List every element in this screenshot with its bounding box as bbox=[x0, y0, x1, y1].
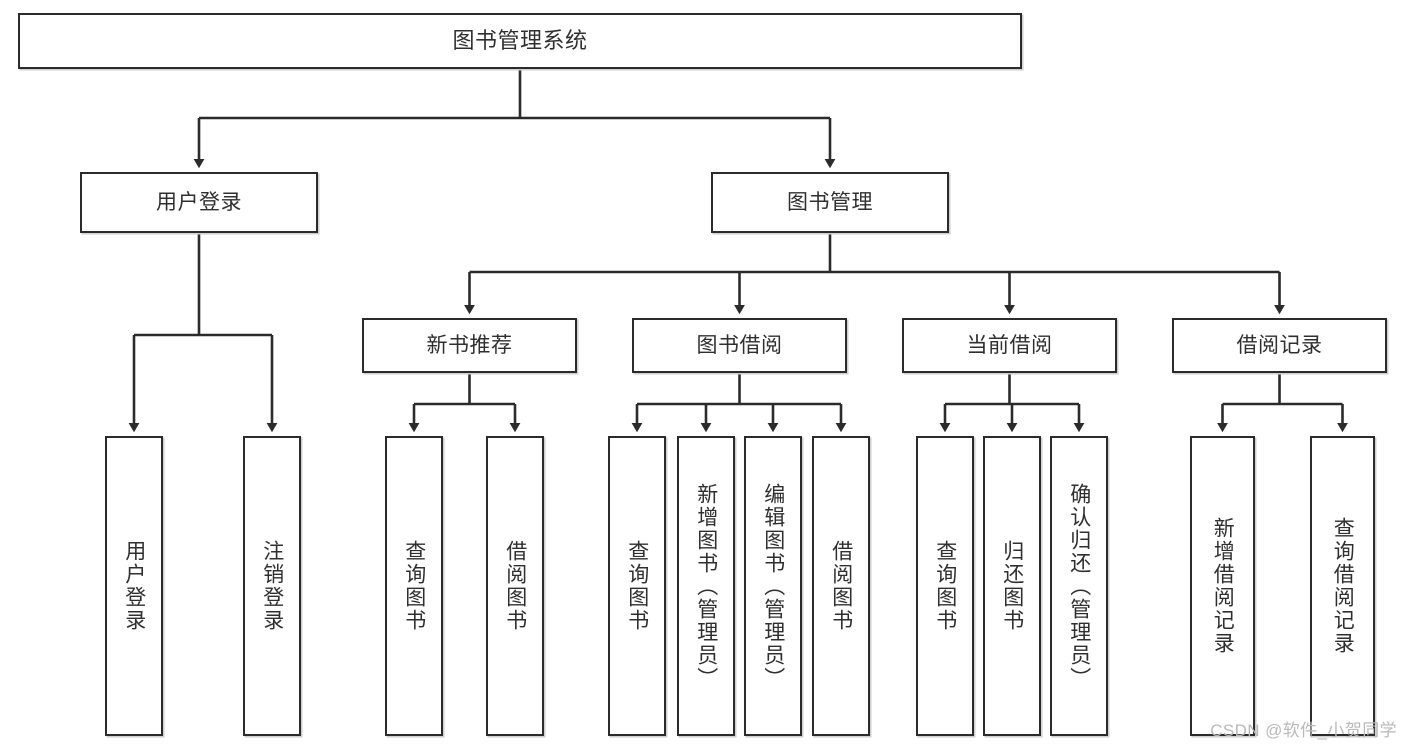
node-leaf-query-book-1[interactable]: 查询图书 bbox=[385, 436, 443, 736]
node-label: 图书管理系统 bbox=[452, 27, 588, 53]
node-label: 编辑图书（管理员） bbox=[761, 482, 785, 690]
node-label: 新增借阅记录 bbox=[1211, 517, 1235, 655]
node-label: 用户登录 bbox=[156, 190, 242, 214]
node-label: 当前借阅 bbox=[966, 333, 1053, 357]
node-label: 查询图书 bbox=[625, 540, 649, 632]
node-leaf-borrow-book-2[interactable]: 借阅图书 bbox=[812, 436, 870, 736]
node-leaf-query-book-2[interactable]: 查询图书 bbox=[608, 436, 666, 736]
node-leaf-query-book-3[interactable]: 查询图书 bbox=[916, 436, 974, 736]
node-label: 借阅记录 bbox=[1236, 333, 1323, 357]
node-book-manage[interactable]: 图书管理 bbox=[711, 172, 949, 233]
node-label: 图书借阅 bbox=[696, 333, 783, 357]
node-label: 借阅图书 bbox=[503, 540, 527, 632]
node-leaf-edit-book[interactable]: 编辑图书（管理员） bbox=[744, 436, 802, 736]
node-label: 归还图书 bbox=[1000, 540, 1024, 632]
node-label: 注销登录 bbox=[260, 540, 284, 632]
node-book-borrow[interactable]: 图书借阅 bbox=[632, 318, 847, 373]
node-label: 图书管理 bbox=[787, 190, 873, 214]
node-leaf-add-borrow-record[interactable]: 新增借阅记录 bbox=[1190, 436, 1255, 736]
node-label: 新增图书（管理员） bbox=[694, 482, 718, 690]
node-label: 确认归还（管理员） bbox=[1067, 482, 1091, 690]
node-leaf-borrow-book-1[interactable]: 借阅图书 bbox=[486, 436, 544, 736]
node-label: 查询图书 bbox=[933, 540, 957, 632]
node-label: 用户登录 bbox=[122, 540, 146, 632]
node-current-borrow[interactable]: 当前借阅 bbox=[902, 318, 1117, 373]
node-borrow-record[interactable]: 借阅记录 bbox=[1172, 318, 1387, 373]
node-user-login[interactable]: 用户登录 bbox=[80, 172, 318, 233]
node-label: 新书推荐 bbox=[426, 333, 513, 357]
node-label: 借阅图书 bbox=[829, 540, 853, 632]
node-new-book-recommend[interactable]: 新书推荐 bbox=[362, 318, 577, 373]
node-label: 查询图书 bbox=[402, 540, 426, 632]
node-leaf-confirm-return[interactable]: 确认归还（管理员） bbox=[1050, 436, 1108, 736]
node-leaf-query-borrow-record[interactable]: 查询借阅记录 bbox=[1310, 436, 1375, 736]
node-label: 查询借阅记录 bbox=[1331, 517, 1355, 655]
node-leaf-add-book[interactable]: 新增图书（管理员） bbox=[677, 436, 735, 736]
node-root[interactable]: 图书管理系统 bbox=[18, 13, 1022, 69]
node-leaf-logout-login[interactable]: 注销登录 bbox=[243, 436, 301, 736]
node-leaf-user-login[interactable]: 用户登录 bbox=[105, 436, 163, 736]
node-leaf-return-book[interactable]: 归还图书 bbox=[983, 436, 1041, 736]
